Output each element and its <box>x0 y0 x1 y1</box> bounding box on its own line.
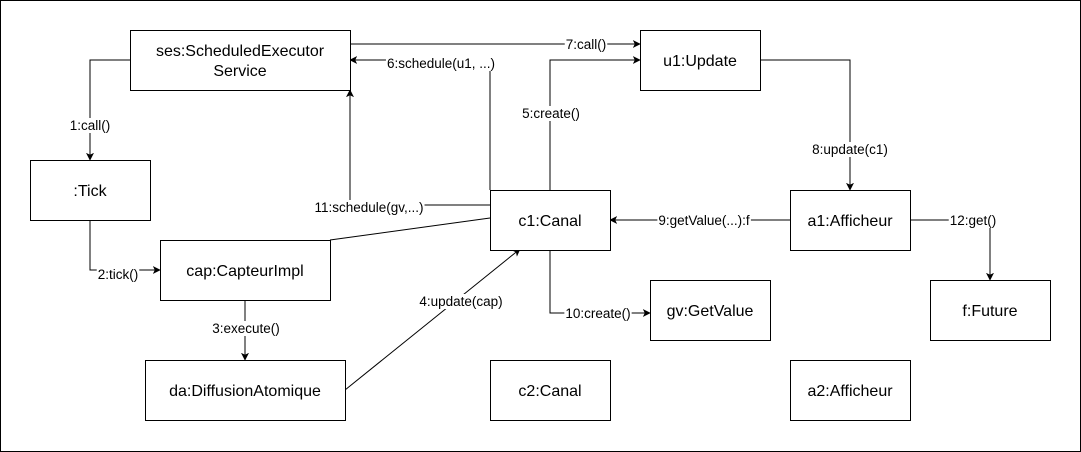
edge-update-da-c1 <box>344 248 521 391</box>
node-u1[interactable]: u1:Update <box>640 30 761 91</box>
node-da-label: da:DiffusionAtomique <box>169 383 321 400</box>
edge-schedule-c1-ses <box>349 56 491 190</box>
msg-label-3: 3:execute() <box>212 321 280 336</box>
label-background <box>211 321 281 336</box>
msg-label-1: 1:call() <box>70 118 111 133</box>
label-background <box>521 106 581 121</box>
message-labels: 1:call() 2:tick() 3:execute() 4:update(c… <box>68 37 998 336</box>
node-f-box <box>930 280 1051 341</box>
edge-get-a1-f <box>910 219 994 281</box>
node-c2-label: c2:Canal <box>518 383 581 400</box>
node-u1-label: u1:Update <box>663 53 737 70</box>
node-cap-box <box>160 240 331 301</box>
node-ses-line-1: ses:ScheduledExecutor <box>156 43 325 60</box>
node-a1-label: a1:Afficheur <box>807 213 893 230</box>
node-tick-label: :Tick <box>73 183 107 200</box>
node-cap[interactable]: cap:CapteurImpl <box>160 240 331 301</box>
node-f-label: f:Future <box>962 303 1017 320</box>
msg-label-7: 7:call() <box>566 37 607 52</box>
msg-label-6: 6:schedule(u1, ...) <box>387 56 495 71</box>
node-gv[interactable]: gv:GetValue <box>650 280 771 341</box>
node-tick[interactable]: :Tick <box>30 160 151 221</box>
node-a1[interactable]: a1:Afficheur <box>790 190 911 251</box>
edge-update-u1-a1 <box>760 59 854 191</box>
node-cap-label: cap:CapteurImpl <box>186 263 303 280</box>
node-gv-label: gv:GetValue <box>667 303 754 320</box>
edge-create-c1-u1 <box>549 56 641 190</box>
node-f[interactable]: f:Future <box>930 280 1051 341</box>
label-background <box>418 294 504 309</box>
label-background <box>657 213 751 228</box>
label-background <box>948 213 998 228</box>
node-c2[interactable]: c2:Canal <box>490 360 611 421</box>
msg-label-5: 5:create() <box>522 106 580 121</box>
msg-label-12: 12:get() <box>950 213 997 228</box>
edge-link-cap-c1 <box>329 217 491 241</box>
node-ses[interactable]: ses:ScheduledExecutor Service <box>130 30 351 91</box>
edge-schedule-c1-ses-gv <box>346 89 490 206</box>
node-a2-label: a2:Afficheur <box>807 383 893 400</box>
node-c1-label: c1:Canal <box>518 213 581 230</box>
node-a2-box <box>790 360 911 421</box>
node-da[interactable]: da:DiffusionAtomique <box>145 360 346 421</box>
node-da-box <box>145 360 346 421</box>
msg-label-4: 4:update(cap) <box>419 294 502 309</box>
edge-create-c1-gv <box>549 250 651 317</box>
node-a2[interactable]: a2:Afficheur <box>790 360 911 421</box>
msg-label-10: 10:create() <box>565 306 630 321</box>
label-background <box>68 118 112 133</box>
label-background <box>385 56 497 71</box>
label-background <box>564 37 608 52</box>
node-ses-box <box>130 30 351 91</box>
node-c1-box <box>490 190 611 251</box>
node-u1-box <box>640 30 761 91</box>
node-tick-box <box>30 160 151 221</box>
edge-tick-cap <box>89 220 161 274</box>
node-c2-box <box>490 360 611 421</box>
label-background <box>811 142 889 157</box>
node-gv-box <box>650 280 771 341</box>
label-background <box>564 306 632 321</box>
label-background <box>96 267 140 282</box>
node-c1[interactable]: c1:Canal <box>490 190 611 251</box>
msg-label-9: 9:getValue(...):f <box>658 213 750 228</box>
msg-label-8: 8:update(c1) <box>812 142 888 157</box>
msg-label-11: 11:schedule(gv,...) <box>314 200 423 215</box>
edge-call-ses-tick <box>86 59 130 161</box>
msg-label-2: 2:tick() <box>98 267 139 282</box>
node-a1-box <box>790 190 911 251</box>
label-background <box>313 200 425 215</box>
node-ses-line-2: Service <box>213 63 266 80</box>
nodes: ses:ScheduledExecutor Service :Tick cap:… <box>30 30 1051 421</box>
